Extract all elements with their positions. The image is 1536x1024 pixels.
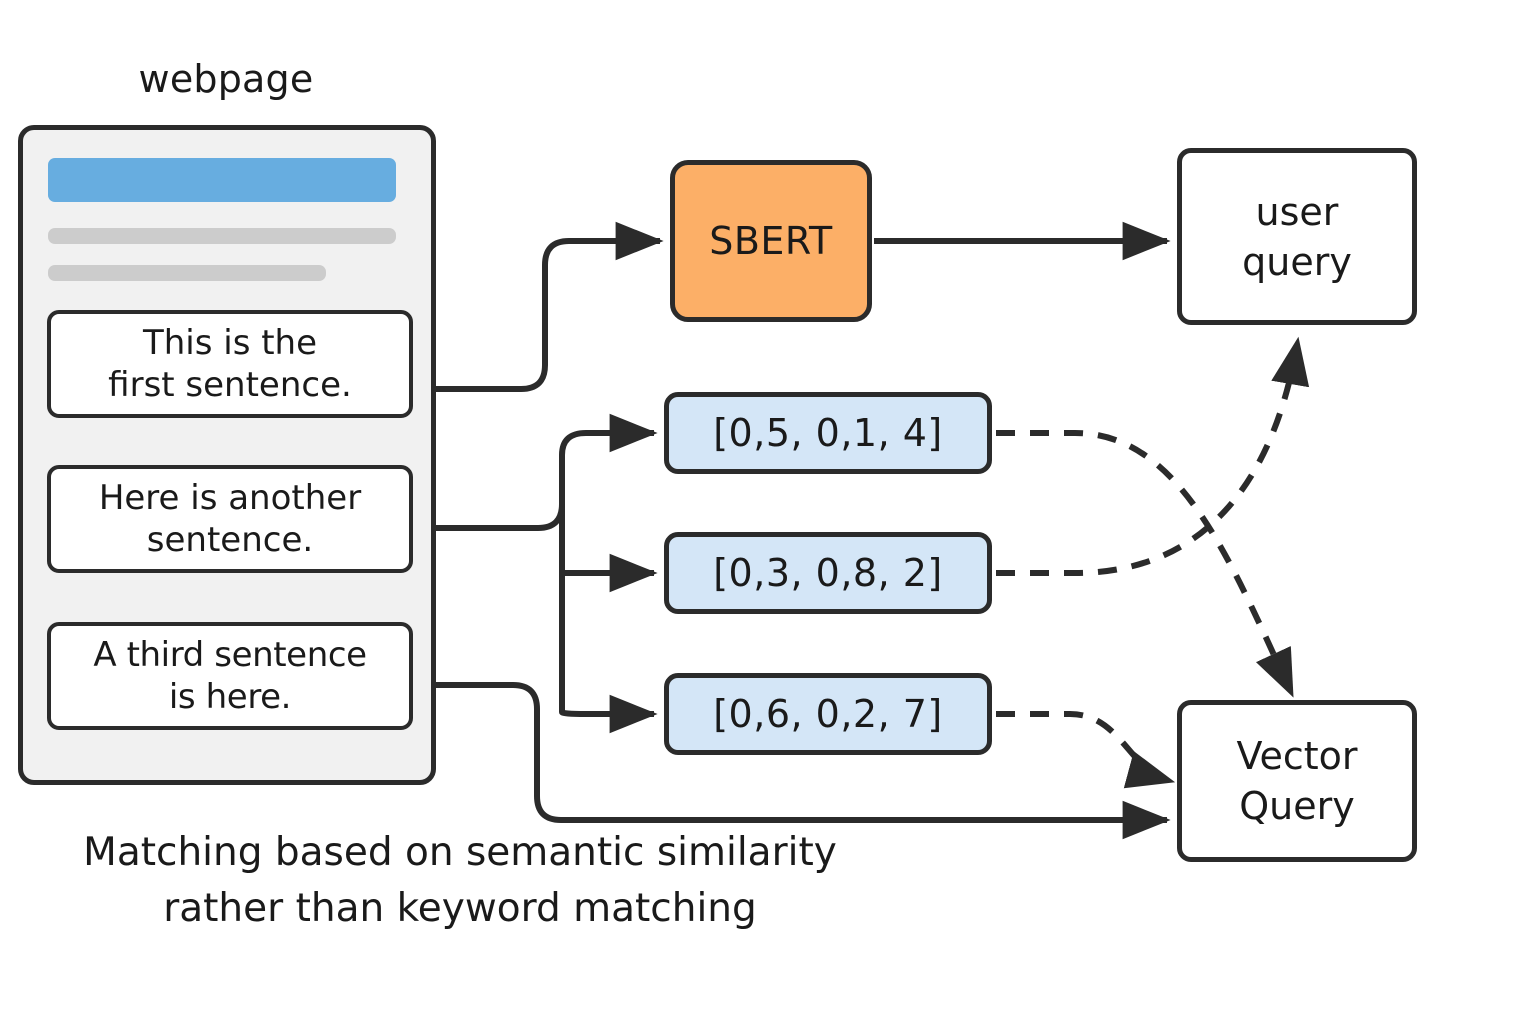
edge-sentence1-to-sbert — [436, 221, 664, 392]
webpage-label: webpage — [138, 57, 314, 101]
vector-embedding-1: [0,5, 0,1, 4] — [664, 392, 992, 474]
page-text-placeholder-1 — [48, 228, 396, 244]
vector-embedding-3: [0,6, 0,2, 7] — [664, 673, 992, 755]
diagram-caption: Matching based on semantic similarity ra… — [83, 830, 837, 931]
page-text-placeholder-2 — [48, 265, 326, 281]
edge-trunk-corner — [537, 503, 565, 531]
vector-query-node: Vector Query — [1177, 700, 1417, 862]
edge-to-vector1 — [559, 413, 658, 456]
webpage-panel: This is the first sentence. Here is anot… — [18, 125, 436, 785]
sentence-box-2: Here is another sentence. — [47, 465, 413, 573]
edge-to-vector3 — [559, 694, 658, 734]
vector-embedding-2: [0,3, 0,8, 2] — [664, 532, 992, 614]
edge-vector3-to-vector-query — [996, 711, 1176, 789]
user-query-node: user query — [1177, 148, 1417, 325]
sbert-node: SBERT — [670, 160, 872, 322]
edge-vector2-to-user-query — [996, 336, 1310, 576]
edge-vector1-to-vector-query — [996, 430, 1294, 698]
sentence-box-1: This is the first sentence. — [47, 310, 413, 418]
page-title-bar — [48, 158, 396, 202]
sentence-box-3: A third sentence is here. — [47, 622, 413, 730]
